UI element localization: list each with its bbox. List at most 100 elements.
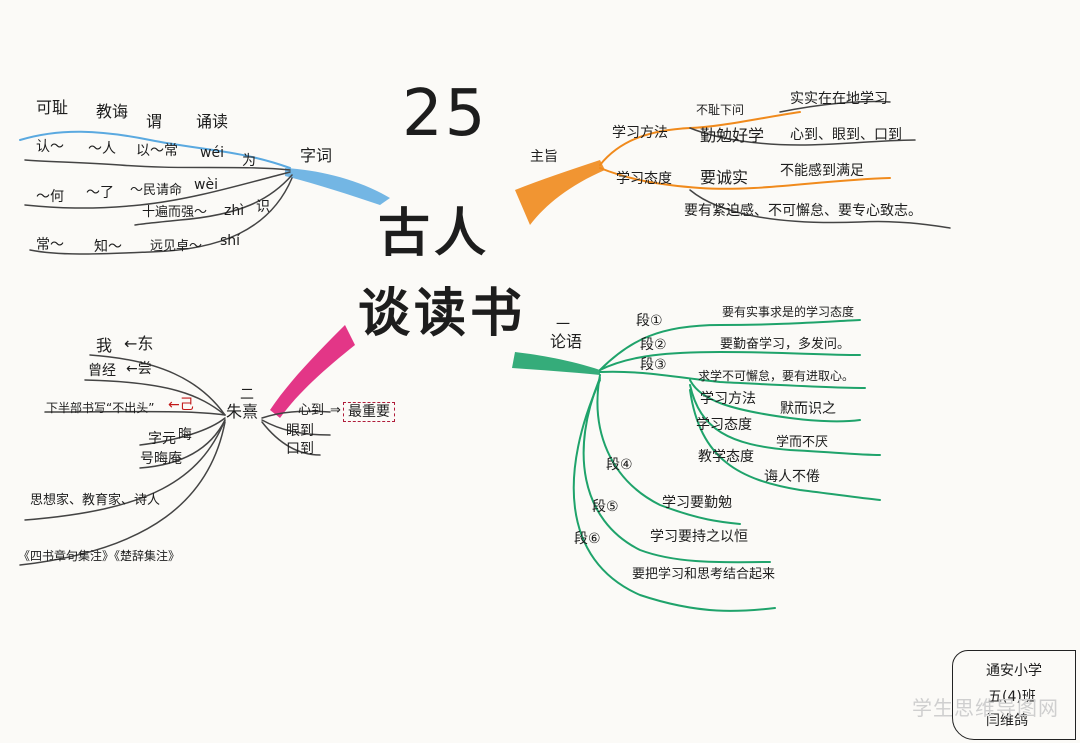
lunyu-sub-teach-text: 诲人不倦 bbox=[764, 469, 820, 485]
lesson-number: 25 bbox=[402, 77, 488, 151]
zhuxi-curve-2 bbox=[84, 379, 226, 416]
zhuxi-item-haohuian: 号晦庵 bbox=[140, 451, 182, 467]
lunyu-num: 一 bbox=[556, 317, 570, 333]
zhuxi-xindao: 心到 bbox=[298, 403, 325, 418]
zici-curve-5 bbox=[29, 177, 293, 255]
zhuzhi-curve-4 bbox=[689, 189, 951, 229]
lunyu-curve-duan4 bbox=[596, 374, 741, 525]
zhuxi-label: 朱熹 bbox=[226, 402, 259, 421]
lunyu-sub-method: 学习方法 bbox=[700, 391, 756, 407]
zhuzhi-method-label: 学习方法 bbox=[612, 125, 668, 141]
lunyu-duan6-text: 要把学习和思考结合起来 bbox=[632, 567, 776, 582]
title-line2: 谈读书 bbox=[358, 284, 527, 344]
lunyu-sub-method-text: 默而识之 bbox=[780, 401, 836, 417]
lunyu-duan1-text: 要有实事求是的学习态度 bbox=[722, 305, 855, 319]
author-box bbox=[952, 650, 1076, 740]
zhuzhi-curve-5 bbox=[779, 100, 891, 113]
zhuzhi-attitude-1: 要诚实 bbox=[700, 168, 749, 187]
zhuzhi-attitude-label: 学习态度 bbox=[616, 171, 672, 187]
zhuxi-item-chang: ←尝 bbox=[126, 361, 152, 377]
zhuxi-item-cengjing: 曾经 bbox=[88, 363, 116, 379]
zici-r4-3: 识 bbox=[256, 199, 270, 215]
lunyu-curve-sub3 bbox=[689, 389, 881, 501]
lunyu-duan3: 段③ bbox=[640, 357, 667, 373]
zhuzhi-attitude-3: 要有紧迫感、不可懈怠、要专心致志。 bbox=[684, 203, 922, 219]
zhuxi-item-dong: ←东 bbox=[124, 334, 154, 353]
zici-r2-3: 以～常 bbox=[136, 143, 178, 159]
lunyu-curve-sub2 bbox=[689, 384, 881, 456]
zhuxi-curve-6 bbox=[24, 419, 226, 521]
zici-curve-4 bbox=[134, 174, 293, 226]
zhuxi-item-ji: ←己 bbox=[168, 397, 194, 413]
lunyu-curve-duan2 bbox=[599, 350, 861, 371]
zhuxi-curve-9 bbox=[261, 419, 331, 436]
zhuzhi-method-2: 实实在在地学习 bbox=[790, 91, 888, 107]
zici-curve-1 bbox=[19, 130, 291, 169]
zici-r2-1: 认～ bbox=[36, 139, 64, 155]
zici-r2-4: wéi bbox=[200, 145, 224, 161]
zhuzhi-curve-3 bbox=[689, 127, 916, 146]
zhuxi-yandao: 眼到 bbox=[286, 423, 314, 439]
lunyu-duan1: 段① bbox=[636, 313, 663, 329]
lunyu-duan5: 段⑤ bbox=[592, 499, 619, 515]
zici-r3-1: ～何 bbox=[36, 189, 64, 205]
zici-word-2: 教诲 bbox=[96, 102, 129, 121]
zhuxi-curve-7 bbox=[19, 421, 226, 566]
zhuzhi-method-3: 勤勉好学 bbox=[700, 126, 765, 145]
zhuzhi-curve-attitude bbox=[599, 167, 891, 190]
zhuzhi-method-4: 心到、眼到、口到 bbox=[790, 127, 902, 143]
zhuxi-curve-10 bbox=[261, 421, 321, 456]
lunyu-duan2: 段② bbox=[640, 337, 667, 353]
zhuxi-curve-3 bbox=[44, 410, 226, 416]
lunyu-curve-duan6 bbox=[572, 379, 776, 612]
zici-word-1: 可耻 bbox=[36, 98, 69, 117]
zici-r3-2: ～了 bbox=[86, 185, 114, 201]
lunyu-duan4-text: 学习要勤勉 bbox=[662, 495, 732, 511]
zhuxi-curve-4 bbox=[139, 417, 226, 446]
zhuxi-koudao: 口到 bbox=[286, 441, 314, 457]
zici-r5-3: 远见卓～ bbox=[150, 239, 203, 254]
zici-r5-2: 知～ bbox=[94, 239, 122, 255]
lunyu-label: 论语 bbox=[550, 332, 583, 351]
zici-r2-2: ～人 bbox=[88, 141, 116, 157]
lunyu-ribbon bbox=[512, 352, 600, 375]
zhuzhi-attitude-2: 不能感到满足 bbox=[780, 163, 864, 179]
zici-label: 字词 bbox=[300, 146, 333, 165]
zici-word-3: 谓 bbox=[146, 112, 163, 131]
zhuzhi-ribbon bbox=[515, 160, 605, 225]
zici-r3-3: ～民请命 bbox=[130, 183, 183, 198]
zici-word-4: 诵读 bbox=[196, 112, 229, 131]
zhuxi-num: 二 bbox=[240, 387, 254, 403]
zhuzhi-label: 主旨 bbox=[530, 149, 558, 165]
zici-r5-4: shí bbox=[220, 233, 241, 249]
zhuxi-curve-8 bbox=[261, 410, 331, 419]
zhuxi-item-books: 《四书章句集注》《楚辞集注》 bbox=[18, 549, 181, 563]
lunyu-curve-duan1 bbox=[599, 319, 861, 371]
zhuxi-item-bushutou: 下半部书写“不出头” bbox=[46, 401, 155, 415]
zhuxi-curve-5 bbox=[139, 419, 226, 469]
zhuxi-item-sixiangjia: 思想家、教育家、诗人 bbox=[30, 493, 161, 508]
zici-r2-5: 为 bbox=[242, 153, 256, 169]
zici-curve-2 bbox=[24, 159, 291, 171]
lunyu-duan2-text: 要勤奋学习，多发问。 bbox=[720, 337, 851, 352]
lunyu-duan4: 段④ bbox=[606, 457, 633, 473]
zici-ribbon bbox=[285, 168, 390, 205]
zhuxi-zuizhongyao: 最重要 bbox=[343, 402, 395, 422]
lunyu-curve-sub1 bbox=[689, 379, 861, 423]
zici-curve-3 bbox=[24, 171, 291, 209]
lunyu-sub-teach: 教学态度 bbox=[698, 449, 754, 465]
lunyu-duan5-text: 学习要持之以恒 bbox=[650, 529, 748, 545]
zici-r4-2: zhì bbox=[224, 203, 245, 219]
zhuzhi-method-1: 不耻下问 bbox=[696, 103, 745, 117]
author-school: 通安小学 bbox=[986, 663, 1042, 679]
lunyu-duan3-text: 求学不可懈怠，要有进取心。 bbox=[698, 369, 855, 383]
zici-r3-4: wèi bbox=[194, 177, 218, 193]
zhuxi-item-wo: 我 bbox=[96, 336, 113, 355]
lunyu-duan6: 段⑥ bbox=[574, 531, 601, 547]
watermark: 学生思维导图网 bbox=[912, 696, 1059, 720]
lunyu-curve-duan5 bbox=[582, 377, 771, 564]
lunyu-sub-attitude: 学习态度 bbox=[696, 417, 752, 433]
zhuxi-arrow: ⇒ bbox=[330, 403, 341, 418]
